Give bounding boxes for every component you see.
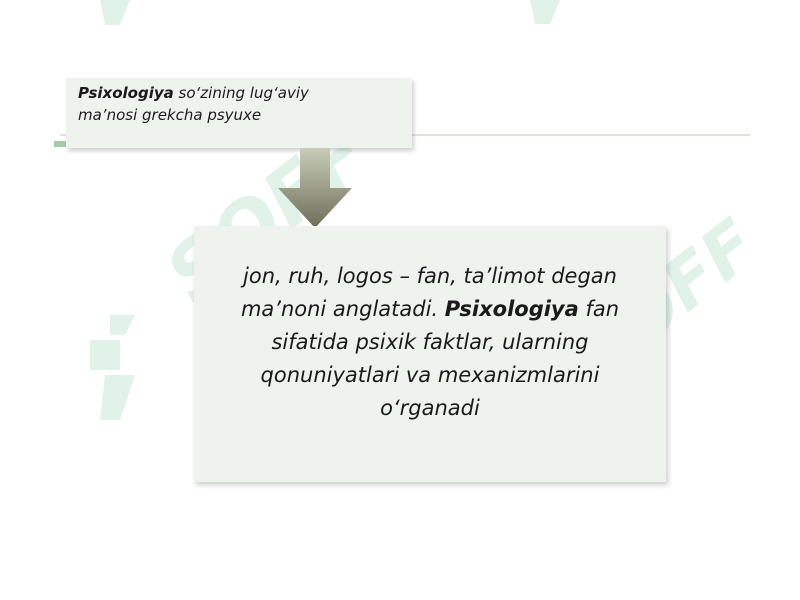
- watermark-logo-icon: [530, 0, 560, 24]
- term-bold: Psixologiya: [78, 84, 174, 102]
- body-line: ma’noni anglatadi.: [240, 297, 445, 321]
- term-bold: Psixologiya: [444, 297, 579, 321]
- watermark-logo-icon: [90, 315, 135, 420]
- watermark-logo-icon: [100, 0, 130, 25]
- body-line: o‘rganadi: [380, 396, 480, 420]
- rule-accent: [54, 141, 68, 147]
- title-text-line1: so‘zining lug‘aviy: [173, 84, 309, 102]
- body-line: jon, ruh, logos – fan, ta’limot degan: [243, 264, 617, 288]
- body-line: fan: [578, 297, 620, 321]
- body-line: qonuniyatlari va mexanizmlarini: [260, 363, 600, 387]
- body-line: sifatida psixik faktlar, ularning: [271, 330, 589, 354]
- down-arrow-icon: [278, 148, 352, 228]
- definition-body-box: jon, ruh, logos – fan, ta’limot degan ma…: [194, 226, 666, 482]
- definition-title-box: Psixologiya so‘zining lug‘aviy ma’nosi g…: [66, 78, 412, 148]
- title-text-line2: ma’nosi grekcha psyuxe: [78, 106, 262, 124]
